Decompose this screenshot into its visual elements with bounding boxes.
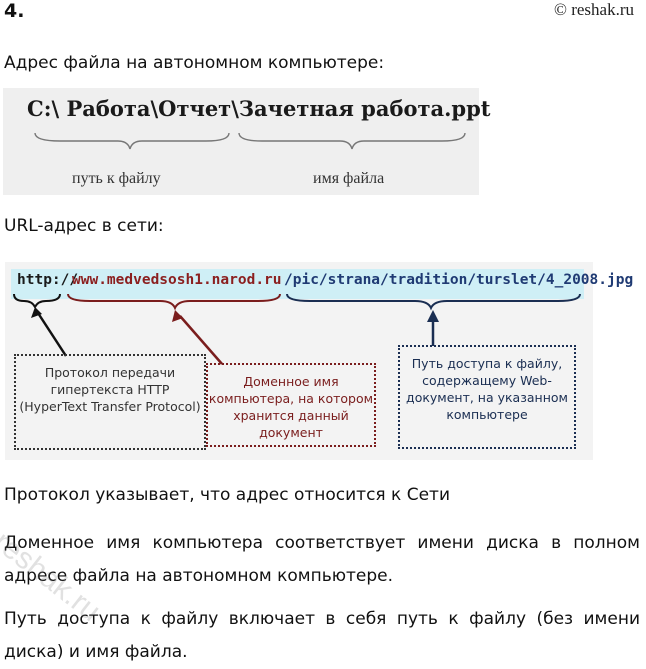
callout-domain: Доменное имя компьютера, на котором хран… [206, 363, 376, 447]
url-protocol: http:// [17, 272, 79, 288]
section1-title: Адрес файла на автономном компьютере: [4, 53, 385, 73]
paragraph-1: Протокол указывает, что адрес относится … [4, 485, 451, 505]
brace-path-url [286, 293, 581, 311]
paragraph-3: Путь доступа к файлу включает в себя пут… [4, 609, 640, 662]
url-bar [11, 269, 584, 299]
callout-path: Путь доступа к файлу, содержащему Web-до… [398, 345, 576, 449]
brace-name [238, 132, 466, 150]
section2-title: URL-адрес в сети: [4, 216, 164, 236]
copyright-label: © reshak.ru [554, 0, 634, 19]
file-path-text: C:\ Работа\Отчет\Зачетная работа.ppt [27, 96, 491, 121]
url-path: /pic/strana/tradition/turslet/4_2008.jpg [284, 272, 634, 288]
label-name: имя файла [313, 170, 385, 187]
label-path: путь к файлу [72, 170, 161, 187]
url-domain: www.medvedsosh1.narod.ru [72, 272, 282, 288]
task-number: 4. [4, 0, 25, 22]
callout-protocol: Протокол передачи гипертекста HTTP (Hype… [14, 354, 206, 450]
brace-protocol [13, 293, 61, 310]
paragraph-2: Доменное имя компьютера соответствует им… [4, 533, 640, 586]
brace-path [34, 132, 230, 150]
brace-domain [67, 293, 281, 311]
